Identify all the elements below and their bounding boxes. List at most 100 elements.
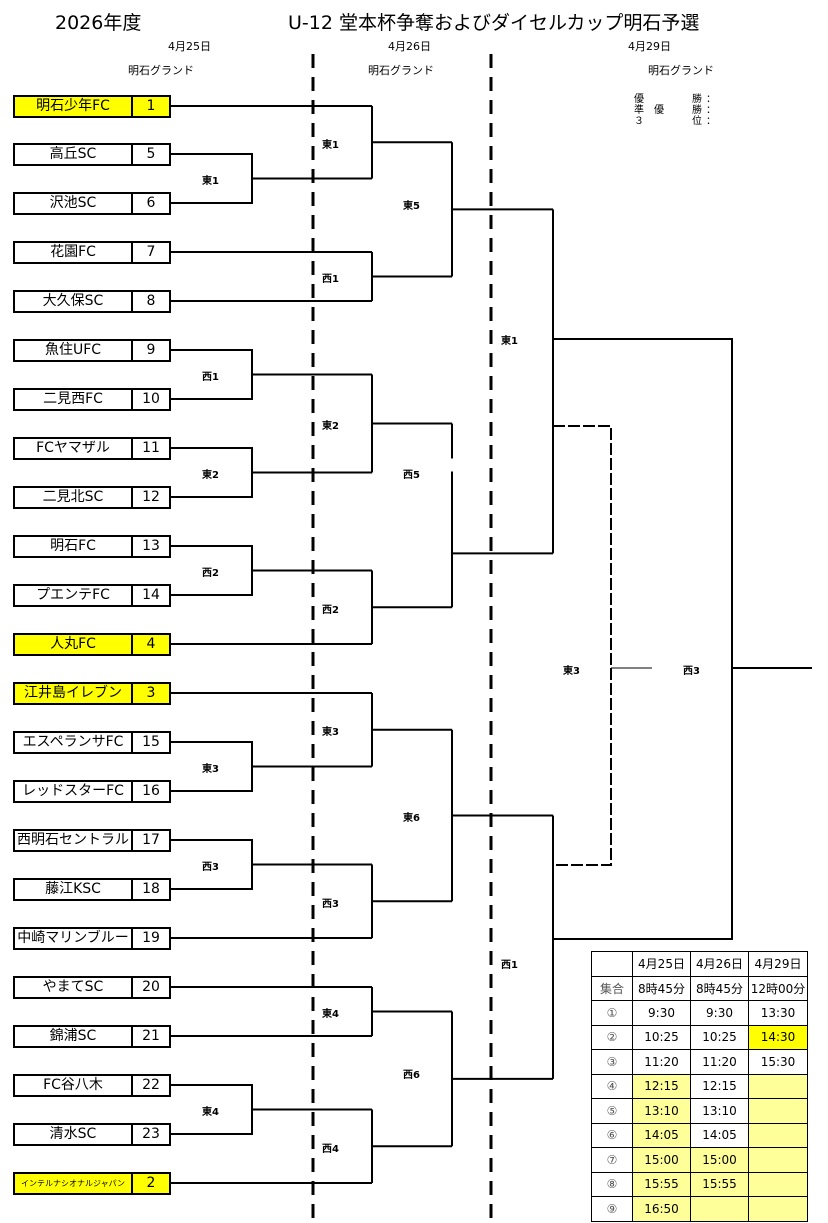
team-name: 大久保SC [15, 292, 133, 311]
team-number: 10 [142, 391, 160, 407]
team-number: 12 [142, 489, 160, 505]
schedule-row-label: ④ [591, 1073, 633, 1099]
day-dividers [311, 54, 493, 1222]
schedule-time-cell [748, 1073, 808, 1099]
schedule-time-cell: 15:00 [690, 1147, 749, 1173]
results-label: 準 [634, 105, 644, 116]
team-name: 明石少年FC [15, 97, 133, 116]
team-name: 江井島イレブン [15, 684, 133, 703]
schedule-time-cell: 14:30 [748, 1024, 808, 1050]
results-label: 勝 [692, 105, 702, 116]
results-sep: ： [706, 94, 716, 105]
schedule-time-cell: 15:55 [690, 1171, 749, 1197]
team-number: 21 [142, 1028, 160, 1044]
match-label: 西2 [322, 605, 339, 616]
schedule-time-cell: 11:20 [690, 1049, 749, 1075]
team-number: 6 [146, 195, 156, 211]
third-place-row: ３ 位 ： [634, 116, 716, 127]
schedule-time-cell: 16:50 [632, 1196, 691, 1222]
day2-date: 4月26日 [388, 40, 431, 53]
match-label: 東3 [563, 666, 580, 677]
schedule-row-label: ③ [591, 1049, 633, 1075]
team-entry: FCヤマザル 11 [13, 437, 171, 460]
team-name: 西明石セントラル [15, 831, 133, 850]
schedule-row-label: ⑥ [591, 1122, 633, 1148]
results-summary: 優 勝 ： 準 優 勝 ： ３ 位 ： [634, 94, 716, 127]
team-name: レッドスターFC [15, 782, 133, 801]
results-label: 勝 [692, 94, 702, 105]
match-label: 西3 [322, 899, 339, 910]
schedule-row-label: ⑨ [591, 1196, 633, 1222]
schedule-row-label: ⑧ [591, 1171, 633, 1197]
schedule-time-cell: 12時00分 [748, 975, 808, 1001]
team-number: 11 [142, 440, 160, 456]
team-name: 錦浦SC [15, 1027, 133, 1046]
team-number: 13 [142, 538, 160, 554]
results-label: 優 [634, 94, 644, 105]
team-number: 16 [142, 783, 160, 799]
team-name: 高丘SC [15, 145, 133, 164]
team-entry: 江井島イレブン 3 [13, 682, 171, 705]
team-name: プエンテFC [15, 586, 133, 605]
team-number: 3 [146, 685, 156, 701]
match-label: 西1 [202, 372, 219, 383]
day2-venue: 明石グランド [368, 64, 434, 77]
schedule-time-cell [748, 1098, 808, 1124]
match-label: 東1 [501, 336, 518, 347]
schedule-time-cell [748, 1196, 808, 1222]
results-sep: ： [706, 105, 716, 116]
team-name: やまてSC [15, 978, 133, 997]
results-label: 位 [692, 116, 702, 127]
match-label: 西1 [501, 960, 518, 971]
team-name: 藤江KSC [15, 880, 133, 899]
match-label: 西4 [322, 1144, 339, 1155]
match-label: 西3 [202, 862, 219, 873]
match-label: 東2 [322, 421, 339, 432]
team-name: 人丸FC [15, 635, 133, 654]
match-label: 西5 [403, 470, 420, 481]
team-number: 1 [146, 98, 156, 114]
schedule-time-cell [748, 1171, 808, 1197]
schedule-row-label: ⑦ [591, 1147, 633, 1173]
schedule-time-cell: 14:05 [632, 1122, 691, 1148]
schedule-time-cell: 13:10 [690, 1098, 749, 1124]
team-entry: 明石少年FC 1 [13, 95, 171, 118]
schedule-time-cell: 13:30 [748, 1000, 808, 1026]
team-number: 9 [146, 342, 156, 358]
results-label: ３ [634, 116, 644, 127]
team-number: 15 [142, 734, 160, 750]
team-name: FCヤマザル [15, 439, 133, 458]
schedule-row-label: ① [591, 1000, 633, 1026]
third-place-dashed [553, 425, 612, 866]
day1-venue: 明石グランド [128, 64, 194, 77]
schedule-time-cell: 12:15 [690, 1073, 749, 1099]
schedule-time-cell: 9:30 [632, 1000, 691, 1026]
schedule-time-cell: 11:20 [632, 1049, 691, 1075]
bracket-solid-lines [171, 105, 812, 1184]
match-label: 西1 [322, 274, 339, 285]
team-number: 5 [146, 146, 156, 162]
